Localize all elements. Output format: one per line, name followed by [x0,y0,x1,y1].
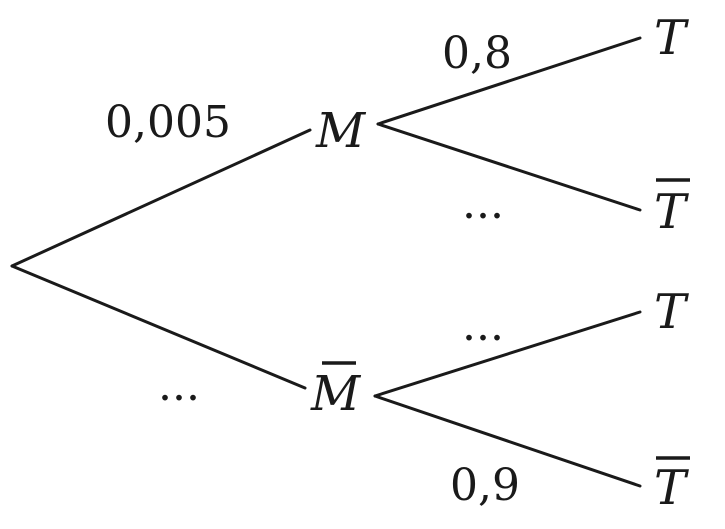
branch-root-to-m-bar [10,264,307,390]
branch-m-bar-to-t [373,310,642,398]
prob-label-m-t-bar: ... [462,178,504,229]
node-t-bar-lower: T [654,460,689,516]
branch-m-to-t-bar [376,122,642,212]
prob-label-m-bar: ... [158,360,200,411]
node-m-bar: M [310,366,362,422]
branch-m-bar-to-t-bar [373,394,642,488]
prob-label-m-t: 0,8 [442,28,512,79]
prob-label-m-bar-t: ... [462,300,504,351]
branch-root-to-m [10,128,312,268]
node-t-lower: T [654,284,689,340]
node-t-bar-upper: T [654,184,689,240]
node-t-upper: T [654,10,689,66]
node-m: M [315,103,367,159]
prob-label-m: 0,005 [105,97,231,148]
prob-label-m-bar-t-bar: 0,9 [450,460,520,511]
branch-m-to-t [376,36,642,126]
